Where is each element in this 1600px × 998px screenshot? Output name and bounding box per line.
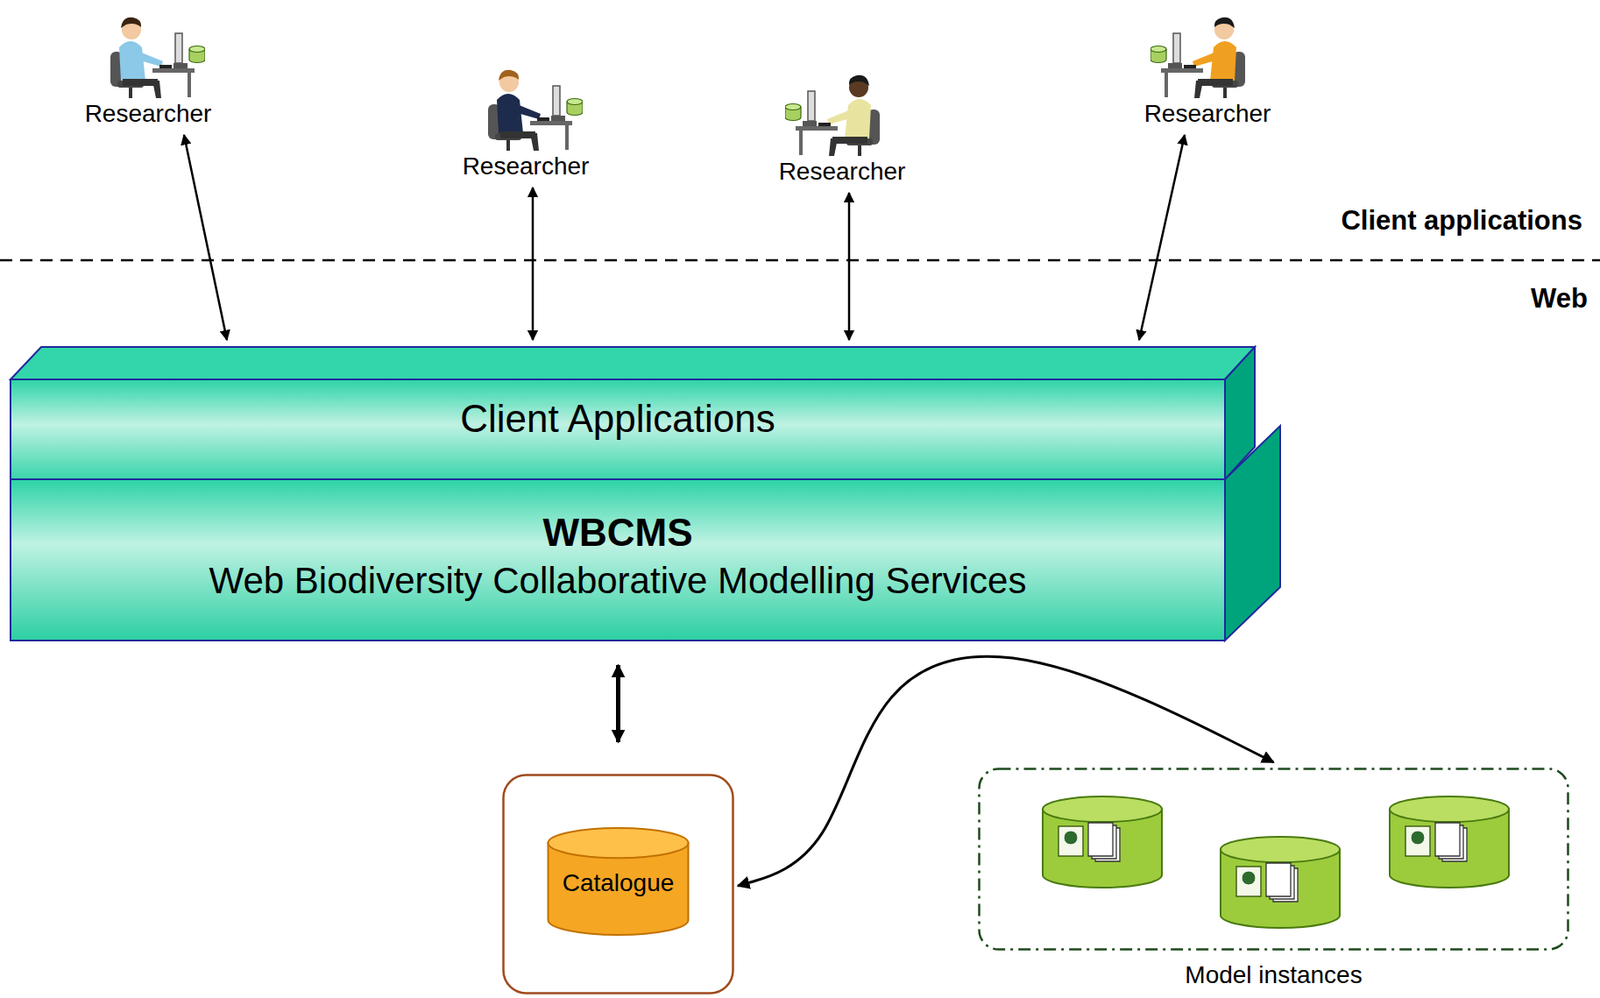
- researcher-node: Researcher: [1140, 3, 1275, 128]
- catalogue-text-area: Catalogue: [502, 868, 735, 899]
- catalogue-box: Catalogue: [502, 773, 735, 995]
- node-label: Catalogue: [562, 868, 675, 899]
- researcher-icon: [110, 17, 206, 99]
- band-text-area: Client Applications: [10, 379, 1225, 480]
- model-instances-shape: [977, 767, 1570, 951]
- client-applications-band: Client Applications: [10, 346, 1255, 480]
- researcher-icon: [1150, 17, 1246, 99]
- node-label: Web Biodiversity Collaborative Modelling…: [209, 558, 1027, 604]
- web-boundary-line: [0, 259, 1600, 262]
- node-label: Researcher: [459, 152, 594, 181]
- node-label: Researcher: [1140, 99, 1275, 128]
- researcher-node: Researcher: [81, 3, 216, 128]
- model-instances-group: Model instances: [977, 767, 1570, 951]
- model-database: [1220, 836, 1340, 928]
- database-cylinder: [548, 828, 689, 935]
- node-label: Client Applications: [460, 396, 776, 441]
- researcher-illustration: [468, 56, 583, 153]
- connector-arrow: [531, 187, 535, 340]
- layer-label: Client applications: [1340, 205, 1583, 237]
- model-database: [1042, 796, 1162, 888]
- layer-label: Web: [1530, 283, 1588, 315]
- node-label: Researcher: [81, 99, 216, 128]
- node-label: Researcher: [775, 157, 910, 186]
- connector-arrow: [848, 192, 851, 340]
- researcher-illustration: [1150, 3, 1265, 100]
- model-instances-caption: Model instances: [977, 961, 1570, 990]
- connector-arrow: [184, 134, 227, 340]
- researcher-node: Researcher: [459, 56, 594, 181]
- services-band: WBCMSWeb Biodiversity Collaborative Mode…: [10, 479, 1225, 641]
- connector-arrow: [737, 656, 1275, 886]
- node-label: WBCMS: [542, 507, 693, 559]
- researcher-node: Researcher: [775, 61, 910, 186]
- model-database: [1389, 796, 1509, 888]
- connector-arrow: [615, 665, 621, 743]
- researcher-illustration: [91, 3, 206, 100]
- connector-arrow: [1139, 134, 1185, 340]
- researcher-icon: [785, 75, 880, 156]
- node-label: Model instances: [1184, 961, 1362, 990]
- researcher-illustration: [785, 61, 900, 158]
- researcher-icon: [488, 70, 583, 151]
